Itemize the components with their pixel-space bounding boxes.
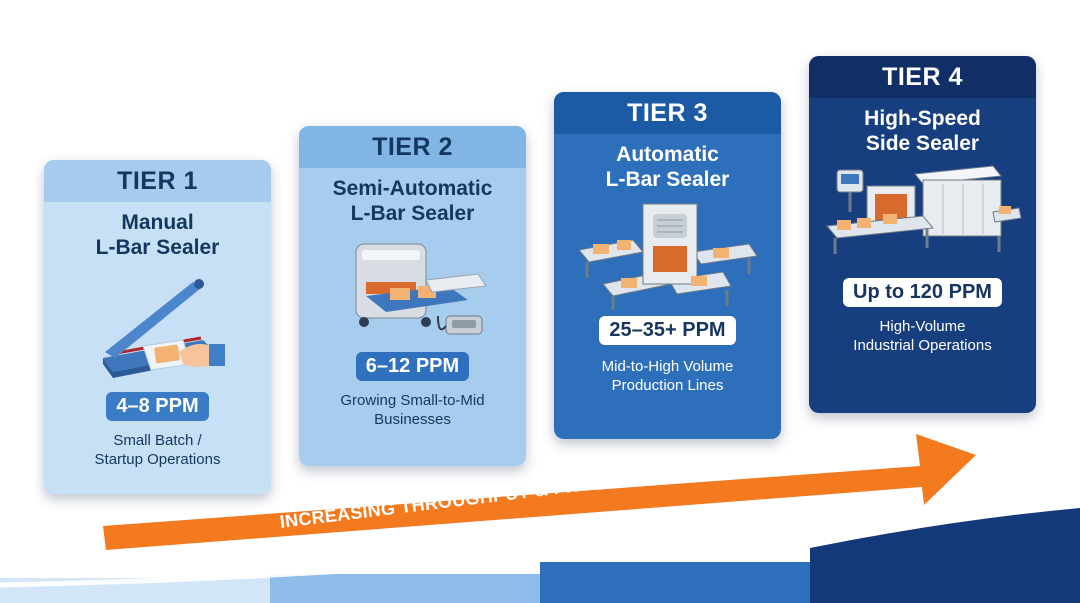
tier-4-title-line2: Side Sealer: [865, 132, 980, 155]
tier-3-ppm-badge: 25–35+ PPM: [599, 316, 736, 345]
tier-3-description: Mid-to-High Volume Production Lines: [554, 357, 781, 395]
tier-1-ppm-wrap: 4–8 PPM: [44, 392, 271, 421]
tier-4-title: High-Speed Side Sealer: [809, 106, 1036, 156]
tier-2-title-line1: Semi-Automatic: [332, 177, 493, 200]
tier-2-ppm-badge: 6–12 PPM: [355, 352, 470, 381]
tier-4-ppm-wrap: Up to 120 PPM: [809, 278, 1036, 307]
tier-1-title: Manual L-Bar Sealer: [44, 210, 271, 260]
hand-impulse-sealer-icon: [102, 279, 225, 378]
tier-2-ppm-wrap: 6–12 PPM: [299, 352, 526, 381]
tier-3-desc-line2: Production Lines: [611, 377, 724, 394]
tier-4-description: High-Volume Industrial Operations: [809, 317, 1036, 355]
tier-1-description: Small Batch / Startup Operations: [44, 431, 271, 469]
progress-arrow: [103, 434, 976, 550]
footer-band-4: [810, 508, 1080, 603]
footer-band-3: [540, 562, 810, 603]
tier-2-desc-line1: Growing Small-to-Mid: [340, 392, 485, 409]
tier-3-title-line1: Automatic: [616, 143, 719, 166]
tier-4-card: TIER 4 High-Speed Side Sealer Up to 120 …: [809, 56, 1036, 413]
tier-3-header: TIER 3: [554, 92, 781, 134]
tier-3-title-line2: L-Bar Sealer: [605, 168, 730, 191]
tier-3-desc-line1: Mid-to-High Volume: [601, 358, 734, 375]
tier-2-card: TIER 2 Semi-Automatic L-Bar Sealer 6–12 …: [299, 126, 526, 466]
tier-2-title-line2: L-Bar Sealer: [350, 202, 475, 225]
tier-4-title-line1: High-Speed: [864, 107, 981, 130]
tier-1-ppm-badge: 4–8 PPM: [106, 392, 209, 421]
footer-swoosh: [0, 497, 1080, 588]
tier-1-title-line1: Manual: [121, 211, 194, 234]
tier-3-ppm-wrap: 25–35+ PPM: [554, 316, 781, 345]
tier-2-description: Growing Small-to-Mid Businesses: [299, 391, 526, 429]
tier-4-desc-line2: Industrial Operations: [853, 337, 992, 354]
semi-auto-sealer-icon: [355, 243, 487, 335]
automatic-sealer-conveyor-icon: [577, 203, 758, 310]
tier-1-desc-line2: Startup Operations: [94, 451, 221, 468]
tier-2-desc-line2: Businesses: [374, 411, 451, 428]
tier-3-title: Automatic L-Bar Sealer: [554, 142, 781, 192]
tier-1-card: TIER 1 Manual L-Bar Sealer 4–8 PPM Small…: [44, 160, 271, 494]
tier-4-desc-line1: High-Volume: [879, 318, 966, 335]
tier-1-desc-line1: Small Batch /: [113, 432, 202, 449]
tier-2-title: Semi-Automatic L-Bar Sealer: [299, 176, 526, 226]
tier-2-header: TIER 2: [299, 126, 526, 168]
tier-4-ppm-badge: Up to 120 PPM: [843, 278, 1002, 307]
side-sealer-tunnel-icon: [825, 165, 1022, 254]
footer-band-2: [270, 574, 540, 603]
tier-4-header: TIER 4: [809, 56, 1036, 98]
tier-1-title-line2: L-Bar Sealer: [95, 236, 220, 259]
tier-3-card: TIER 3 Automatic L-Bar Sealer 25–35+ PPM…: [554, 92, 781, 439]
tier-1-header: TIER 1: [44, 160, 271, 202]
